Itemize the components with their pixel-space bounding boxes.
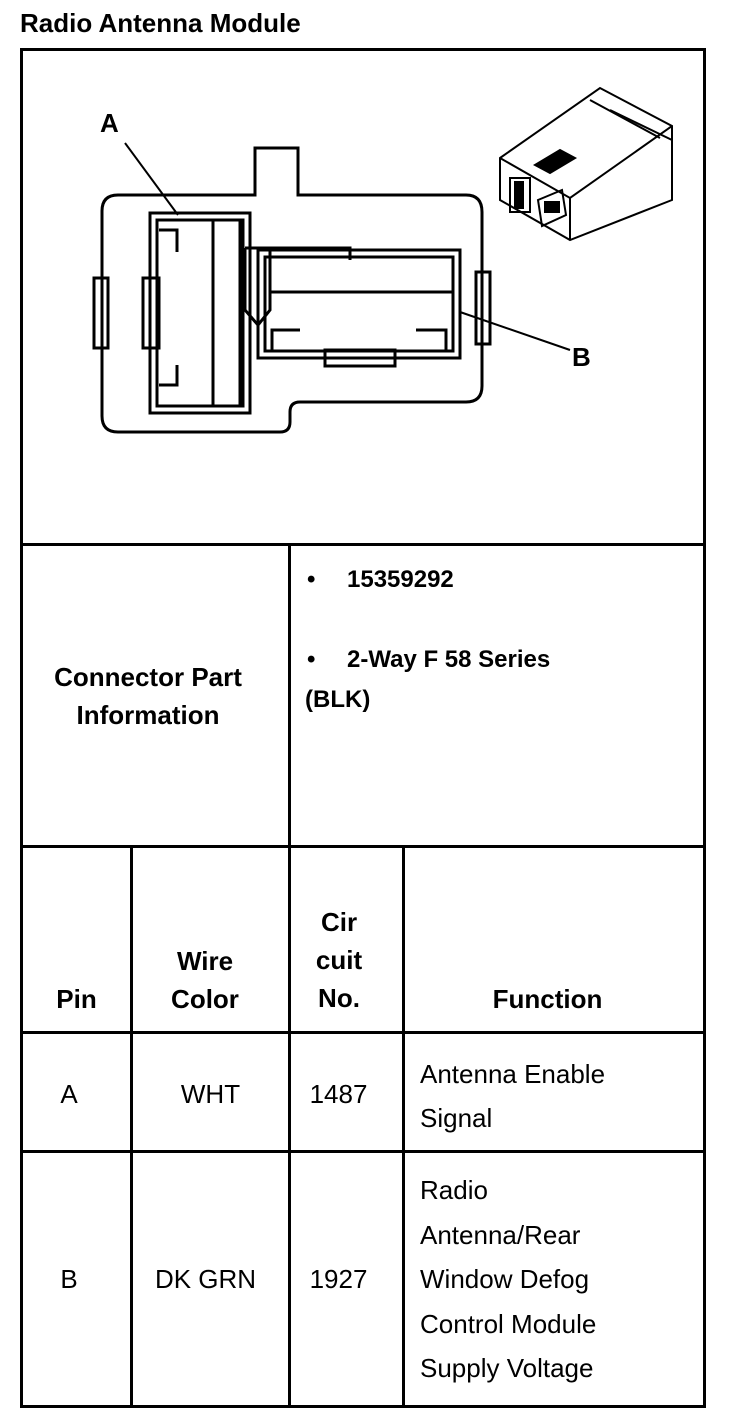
header-wire-color: Wire Color xyxy=(171,946,239,1014)
page-title: Radio Antenna Module xyxy=(20,8,301,38)
row-a-function: Antenna Enable Signal xyxy=(420,1059,606,1133)
bullet-glyph: • xyxy=(307,646,316,673)
divider xyxy=(20,1150,706,1153)
connector-series: 2-Way F 58 Series (BLK) xyxy=(305,646,551,713)
header-circuit: Cir cuit No. xyxy=(315,907,363,1013)
divider xyxy=(130,845,133,1408)
connector-info-label: Connector Part Information xyxy=(54,662,242,730)
bullet-glyph: • xyxy=(307,566,316,593)
connector-icon xyxy=(499,86,673,242)
divider xyxy=(288,845,291,1408)
connector-info-bullets: • 15359292 • 2-Way F 58 Series (BLK) xyxy=(305,562,695,720)
part-number: 15359292 xyxy=(347,566,454,593)
row-a-pin: A xyxy=(60,1079,78,1109)
connector-diagram: A B xyxy=(92,86,673,434)
row-b-pin: B xyxy=(60,1264,78,1294)
header-pin: Pin xyxy=(56,984,97,1014)
row-b-wire-color: DK GRN xyxy=(154,1264,257,1294)
divider xyxy=(20,1031,706,1034)
divider xyxy=(20,543,706,546)
divider xyxy=(288,543,291,848)
header-function: Function xyxy=(492,984,603,1014)
diagram-label-b: B xyxy=(572,342,591,372)
row-b-function: Radio Antenna/Rear Window Defog Control … xyxy=(420,1175,597,1383)
row-a-wire-color: WHT xyxy=(180,1079,241,1109)
diagram-label-a: A xyxy=(100,108,119,138)
divider xyxy=(20,1405,706,1408)
bullet-item: • 2-Way F 58 Series (BLK) xyxy=(305,640,605,720)
row-a-circuit: 1487 xyxy=(309,1079,368,1109)
bullet-item: • 15359292 xyxy=(305,562,695,598)
row-b-circuit: 1927 xyxy=(309,1264,368,1294)
connector-table-frame xyxy=(20,48,706,1408)
divider xyxy=(402,845,405,1408)
divider xyxy=(20,845,706,848)
